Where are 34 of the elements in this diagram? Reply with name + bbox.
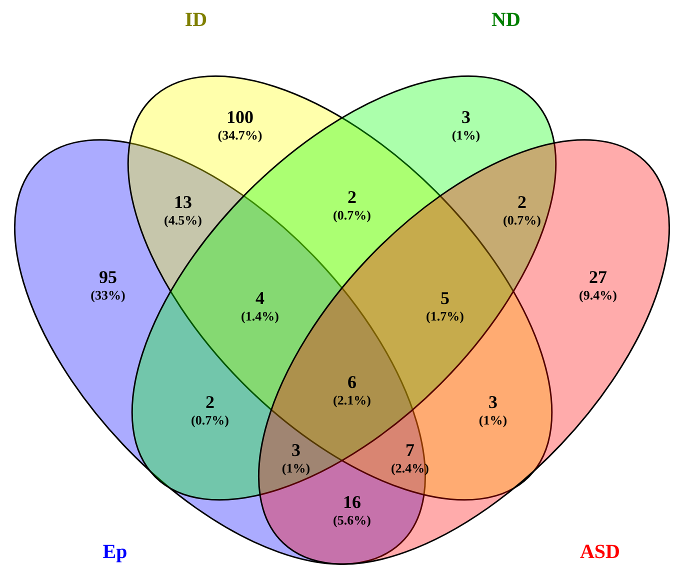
region-percent: (4.5%)	[164, 214, 202, 226]
region-count: 2	[518, 193, 526, 211]
region-percent: (1.4%)	[241, 310, 279, 322]
region-count: 27	[589, 268, 607, 286]
region-count: 4	[256, 289, 264, 307]
region-percent: (1.7%)	[426, 310, 464, 322]
set-title: ID	[184, 10, 208, 30]
region-percent: (0.7%)	[191, 414, 229, 426]
region-count: 100	[226, 108, 254, 126]
region-percent: (1%)	[282, 462, 310, 474]
region-percent: (5.6%)	[333, 514, 371, 526]
region-count: 5	[440, 289, 450, 307]
region-percent: (33%)	[90, 288, 126, 302]
region-count: 3	[462, 108, 470, 126]
region-percent: (1%)	[478, 414, 508, 426]
region-percent: (0.7%)	[333, 208, 371, 222]
region-count: 2	[348, 188, 356, 206]
region-count: 16	[343, 493, 361, 511]
region-percent: (34.7%)	[218, 128, 262, 142]
region-count: 7	[406, 441, 414, 459]
region-percent: (0.7%)	[503, 214, 541, 226]
set-title: ASD	[580, 542, 620, 562]
region-percent: (2.4%)	[391, 462, 429, 474]
region-count: 95	[99, 268, 117, 286]
set-title: ND	[492, 10, 520, 30]
region-count: 3	[292, 441, 300, 459]
region-count: 6	[348, 373, 356, 391]
region-percent: (1%)	[452, 128, 480, 142]
region-count: 13	[174, 193, 192, 211]
region-percent: (9.4%)	[579, 288, 617, 302]
set-title: Ep	[102, 542, 128, 562]
region-percent: (2.1%)	[333, 394, 371, 406]
region-count: 2	[206, 393, 214, 411]
region-count: 3	[488, 393, 498, 411]
